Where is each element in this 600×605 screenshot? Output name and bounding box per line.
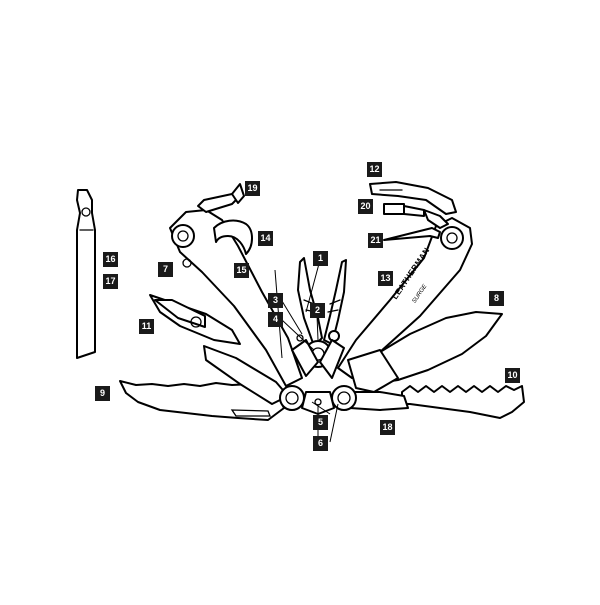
straight-knife-drawing [347,311,503,393]
callout-9: 9 [95,386,110,401]
saw-drawing [401,385,525,419]
callout-10: 10 [505,368,520,383]
callout-21: 21 [368,233,383,248]
callout-2: 2 [310,303,325,318]
bit-extender-drawing [76,189,96,359]
callout-17: 17 [103,274,118,289]
callout-7: 7 [158,262,173,277]
callout-19: 19 [245,181,260,196]
callout-11: 11 [139,319,154,334]
left-handle-drawing [169,183,303,387]
right-handle-drawing [337,181,473,379]
pliers-drawing [291,257,347,379]
scissors-drawing [149,294,241,345]
callout-6: 6 [313,436,328,451]
callout-16: 16 [103,252,118,267]
callout-1: 1 [313,251,328,266]
callout-8: 8 [489,291,504,306]
callout-15: 15 [234,263,249,278]
callout-12: 12 [367,162,382,177]
callout-20: 20 [358,199,373,214]
pivot-discs [279,385,357,415]
callout-18: 18 [380,420,395,435]
callout-5: 5 [313,415,328,430]
callout-4: 4 [268,312,283,327]
callout-13: 13 [378,271,393,286]
callout-3: 3 [268,293,283,308]
callout-14: 14 [258,231,273,246]
